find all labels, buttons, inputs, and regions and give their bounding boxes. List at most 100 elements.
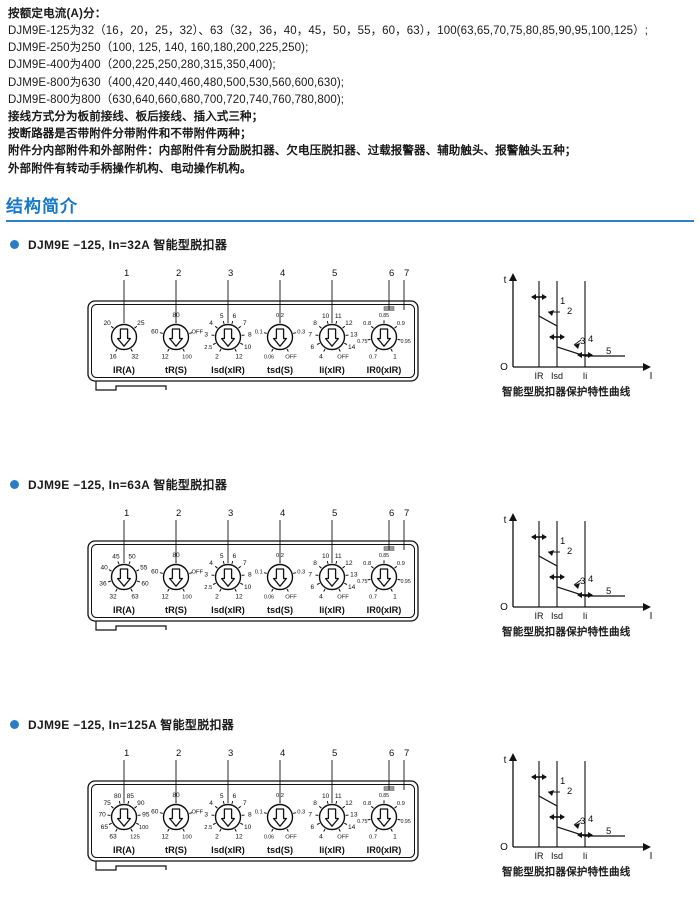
dial-scale-label: 4 [319,833,323,840]
dial-scale-label: 4 [209,320,213,327]
dial-scale-label: 11 [335,313,342,320]
dial-scale-label: 12 [345,320,353,327]
dial-scale-label: 5 [220,313,224,320]
leader-number: 4 [280,508,285,519]
dial-tick [368,819,371,820]
panel-mounting-foot [96,861,166,870]
block-diagram: 16202532IR(A)126080OFF100tR(S)22.5345678… [0,253,700,423]
y-axis-arrowhead [509,753,517,761]
bullet-icon [10,480,19,489]
dial-scale-label: 0.3 [297,330,305,336]
dial-caption: IR(A) [113,605,135,615]
y-axis-label: t [504,755,507,766]
dial-scale-label: 12 [345,800,353,807]
dial-scale-label: 13 [350,332,358,339]
dial-scale-label: 8 [313,320,317,327]
dial-caption: tR(S) [165,365,187,375]
dial-scale-label: 0.9 [397,561,405,567]
block-title: DJM9E −125, In=125A 智能型脱扣器 [28,716,234,733]
dial-scale-label: 2 [215,593,219,600]
origin-label: O [500,842,508,853]
dial-caption: Isd(xIR) [211,605,245,615]
dial-scale-label: 3 [204,572,208,579]
dial-scale-label: 10 [244,584,252,591]
dial-caption: IR0(xIR) [367,365,402,375]
bullet-icon [10,240,19,249]
dial-scale-label: 2.5 [204,585,212,591]
dial-scale-label: 10 [322,553,330,560]
dial-scale-label: 4 [319,593,323,600]
dial-scale-label: 7 [308,332,312,339]
block-title-row: DJM9E −125, In=125A 智能型脱扣器 [10,716,700,733]
leader-number: 5 [332,748,337,759]
leader-number: 6 [389,508,394,519]
intro-line: DJM9E-250为250（100, 125, 140, 160,180,200… [8,40,692,57]
block-title-row: DJM9E −125, In=63A 智能型脱扣器 [10,476,700,493]
intro-line-list: DJM9E-125为32（16，20，25，32）、63（32，36，40，45… [8,23,692,178]
dial-scale-label: 50 [128,554,136,561]
dial-scale-label: 12 [235,353,243,360]
leader-number: 3 [228,268,233,279]
dial-caption: Isd(xIR) [211,845,245,855]
dial-caption: tR(S) [165,845,187,855]
annotation-number: 1 [560,296,565,307]
dial-scale-label: OFF [285,354,297,360]
dial-scale-label: 3 [204,812,208,819]
x-tick-label: IR [535,611,545,621]
block-title: DJM9E −125, In=63A 智能型脱扣器 [28,476,227,493]
dial-scale-label: 8 [248,572,252,579]
dial-scale-label: 7 [308,812,312,819]
dial-scale-label: 100 [182,834,192,840]
annotation-arrowhead [542,774,547,780]
dial-scale-label: 4 [209,800,213,807]
block-diagram: 3236404550556063IR(A)126080OFF100tR(S)22… [0,493,700,663]
intro-line: 按断路器是否带附件分带附件和不带附件两种； [8,126,692,143]
section-heading: 结构简介 [6,192,700,217]
annotation-arrowhead [548,550,554,556]
dial-scale-label: 8 [313,800,317,807]
annotation-number: 3 [580,336,585,347]
annotation-number: 4 [588,814,593,825]
dial-scale-label: 2 [215,353,219,360]
dial-scale-label: 11 [335,553,342,560]
x-axis-arrowhead [643,603,651,611]
trip-unit-panel: 3236404550556063IR(A)126080OFF100tR(S)22… [88,508,418,630]
y-axis-arrowhead [509,513,517,521]
annotation-number: 2 [567,306,572,317]
annotation-number: 4 [588,334,593,345]
dial-scale-label: 3 [204,332,208,339]
intro-line: DJM9E-400为400（200,225,250,280,315,350,40… [8,57,692,74]
dial-scale-label: 14 [348,824,356,831]
dial-scale-label: 4 [209,560,213,567]
section-heading-text: 结构简介 [6,197,78,216]
y-axis-arrowhead [509,273,517,281]
leader-number: 1 [124,748,129,759]
annotation-arrowhead [577,352,582,358]
intro-line: 附件分内部附件和外部附件：内部附件有分励脱扣器、欠电压脱扣器、过载报警器、辅助触… [8,143,692,160]
leader-number: 2 [176,508,181,519]
dial-scale-label: 0.9 [397,321,405,327]
dial-scale-label: 6 [311,824,315,831]
dial-scale-label: OFF [337,834,349,840]
dial-scale-label: OFF [191,570,203,576]
dial-scale-label: OFF [337,354,349,360]
annotation-number: 4 [588,574,593,585]
dial-scale-label: 0.3 [297,570,305,576]
intro-line: DJM9E-125为32（16，20，25，32）、63（32，36，40，45… [8,23,692,40]
annotation-arrowhead [588,832,593,838]
dial-scale-label: 11 [335,793,342,800]
dial-scale-label: 32 [109,593,117,600]
annotation-arrowhead [531,774,536,780]
annotation-arrowhead [549,814,554,820]
dial-scale-label: 0.8 [363,561,371,567]
leader-number: 5 [332,508,337,519]
dial-caption: IR0(xIR) [367,845,402,855]
dial-scale-label: 4 [319,353,323,360]
dial-caption: tR(S) [165,605,187,615]
annotation-arrowhead [560,574,565,580]
origin-label: O [500,362,508,373]
x-axis-arrowhead [643,843,651,851]
annotation-arrowhead [548,790,554,796]
dial-scale-label: 0.06 [264,594,274,600]
